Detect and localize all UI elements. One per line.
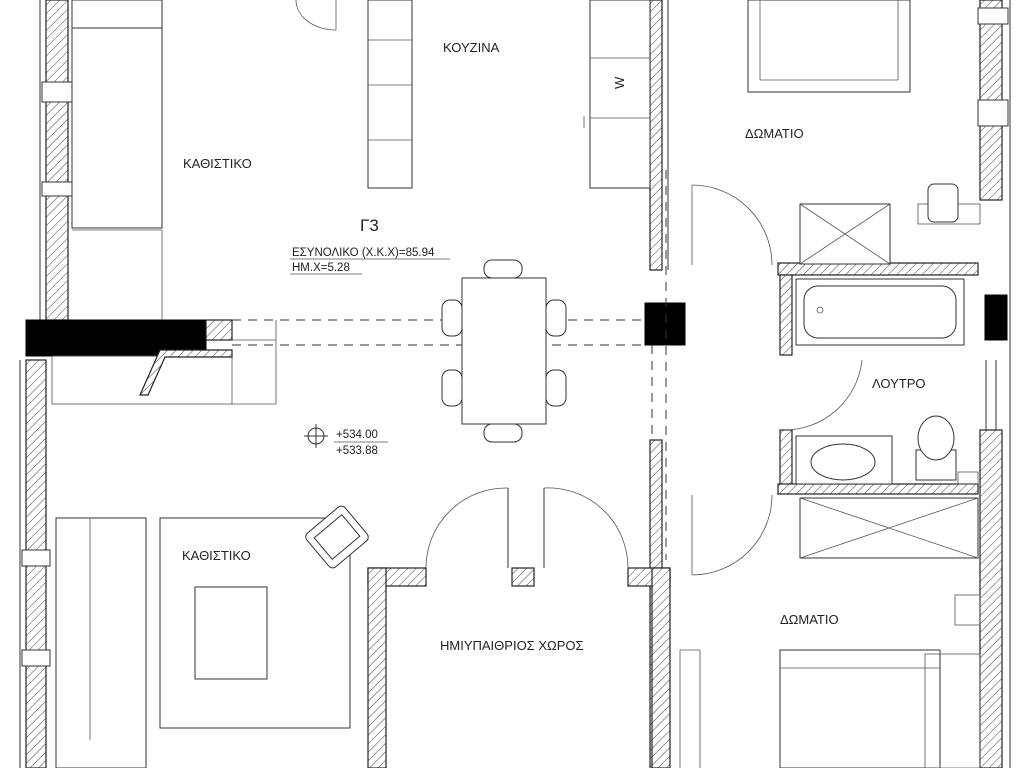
bedroom-bottom-furniture <box>679 497 981 768</box>
living-bottom-furniture <box>55 505 369 768</box>
room-label-bedroom-bottom: ΔΩΜΑΤΙΟ <box>780 612 839 627</box>
room-label-bedroom-top: ΔΩΜΑΤΙΟ <box>745 126 804 141</box>
exterior-walls <box>19 0 1011 768</box>
dashed-lines <box>232 170 667 560</box>
interior-walls <box>25 0 1008 768</box>
room-label-living-top: ΚΑΘΙΣΤΙΚΟ <box>183 156 252 171</box>
dining-set <box>441 259 567 443</box>
bathroom-fixtures <box>795 278 979 485</box>
room-label-kitchen: ΚΟΥΖΙΝΑ <box>443 40 500 55</box>
level-upper: +534.00 <box>336 429 378 441</box>
level-marker <box>304 424 328 448</box>
semi-outdoor-area-label: ΗΜ.Χ=5.28 <box>292 262 350 274</box>
room-label-semi-outdoor: ΗΜΙΥΠΑΙΘΡΙΟΣ ΧΩΡΟΣ <box>440 638 584 653</box>
room-label-living-bottom: ΚΑΘΙΣΤΙΚΟ <box>182 548 251 563</box>
level-lower: +533.88 <box>336 445 378 457</box>
bedroom-top-furniture <box>747 0 981 265</box>
room-label-bathroom: ΛΟΥΤΡΟ <box>872 376 926 391</box>
doors <box>295 0 863 576</box>
living-top-furniture <box>71 0 163 320</box>
apartment-code: Γ3 <box>360 216 379 235</box>
washer-label: W <box>612 76 627 89</box>
total-area-label: ΕΣΥΝΟΛΙΚΟ (Χ.Κ.Χ)=85.94 <box>292 247 435 259</box>
kitchen-furniture <box>367 0 651 189</box>
fireplace <box>51 320 277 405</box>
